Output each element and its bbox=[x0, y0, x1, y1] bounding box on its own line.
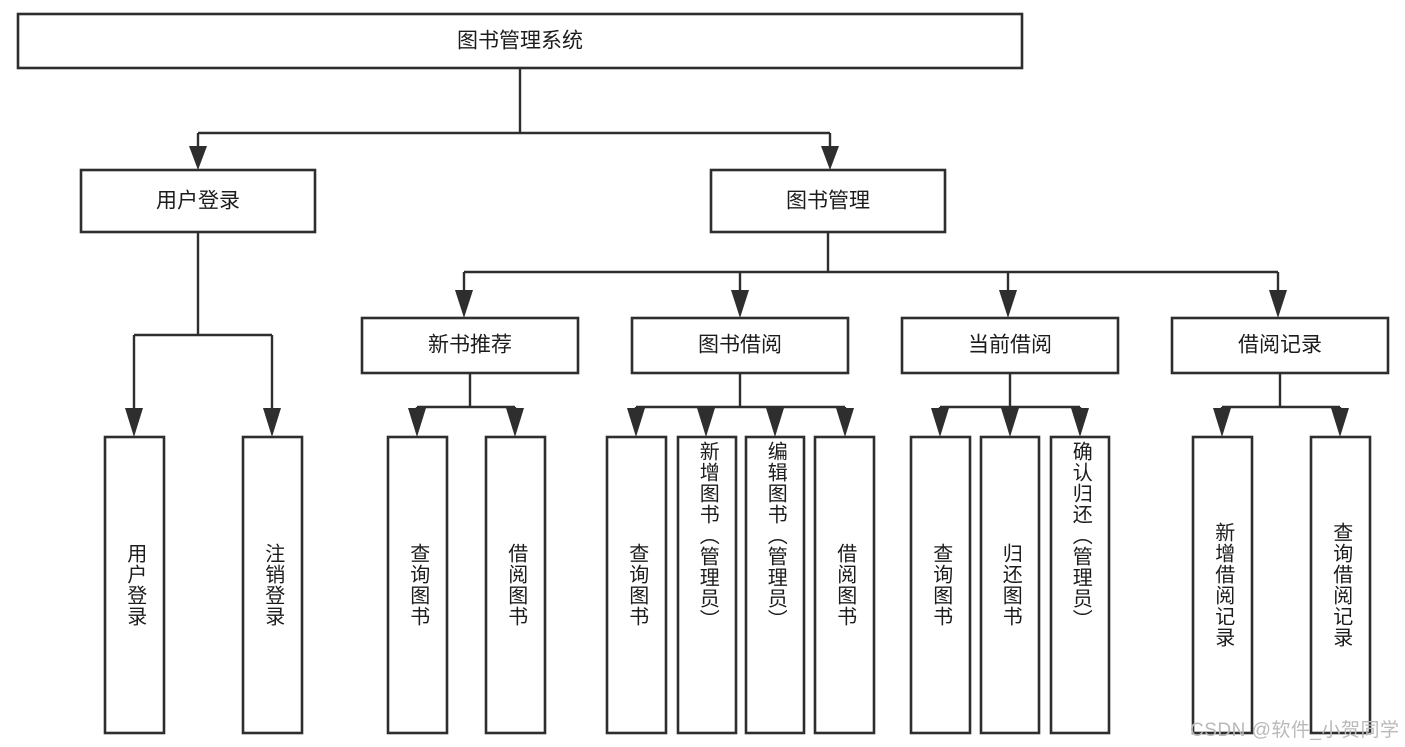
arrow-to-leaf-borrow-add bbox=[697, 408, 715, 437]
leaf-borrow-add[interactable]: 新增图书（管理员） bbox=[678, 437, 736, 733]
leaf-borrow-add-label: 新增图书（管理员） bbox=[696, 441, 719, 630]
leaf-record-add[interactable]: 新增借阅记录 bbox=[1193, 437, 1252, 733]
leaf-borrow-lend-label: 借阅图书 bbox=[833, 543, 856, 627]
leaf-record-query[interactable]: 查询借阅记录 bbox=[1311, 437, 1370, 733]
leaf-borrow-add-box[interactable] bbox=[676, 435, 738, 735]
arrow-to-book-manage bbox=[821, 146, 839, 170]
node-borrow-record[interactable]: 借阅记录 bbox=[1170, 316, 1390, 375]
leaf-borrow-edit-box[interactable] bbox=[744, 435, 806, 735]
leaf-borrow-edit-label: 编辑图书（管理员） bbox=[764, 441, 787, 630]
new-book-rec-box[interactable] bbox=[360, 316, 580, 375]
arrow-to-leaf-current-return bbox=[1001, 408, 1019, 437]
node-book-manage[interactable]: 图书管理 bbox=[709, 168, 947, 234]
edge-current-borrow-to-leaves bbox=[931, 373, 1089, 437]
book-manage-label: 图书管理 bbox=[786, 190, 870, 213]
leaf-record-add-label: 新增借阅记录 bbox=[1211, 522, 1234, 648]
arrow-to-borrow-record bbox=[1269, 290, 1287, 318]
leaf-borrow-lend[interactable]: 借阅图书 bbox=[815, 437, 874, 733]
arrow-to-leaf-borrow-edit bbox=[766, 408, 784, 437]
edge-new-book-rec-to-leaves bbox=[408, 373, 524, 437]
root-label: 图书管理系统 bbox=[457, 30, 583, 53]
arrow-to-leaf-rec-query bbox=[408, 408, 426, 437]
user-login-box[interactable] bbox=[79, 168, 317, 234]
leaf-rec-query-label: 查询图书 bbox=[406, 543, 429, 627]
leaf-record-query-box[interactable] bbox=[1309, 435, 1372, 735]
node-current-borrow[interactable]: 当前借阅 bbox=[900, 316, 1120, 375]
node-new-book-rec[interactable]: 新书推荐 bbox=[360, 316, 580, 375]
edge-book-borrow-to-leaves bbox=[627, 373, 854, 437]
leaf-current-confirm-box[interactable] bbox=[1049, 435, 1111, 735]
leaf-boxes bbox=[103, 435, 1372, 735]
leaf-current-query-label: 查询图书 bbox=[929, 543, 952, 627]
leaf-user-logout-label: 注销登录 bbox=[261, 543, 284, 627]
edge-root-to-level2 bbox=[189, 68, 839, 170]
node-root[interactable]: 图书管理系统 bbox=[16, 12, 1024, 70]
node-book-borrow[interactable]: 图书借阅 bbox=[630, 316, 850, 375]
borrow-record-box[interactable] bbox=[1170, 316, 1390, 375]
leaf-current-query[interactable]: 查询图书 bbox=[911, 437, 970, 733]
leaf-user-login-box[interactable] bbox=[103, 435, 166, 735]
arrow-to-leaf-borrow-lend bbox=[836, 408, 854, 437]
leaf-user-login-label: 用户登录 bbox=[123, 543, 146, 627]
leaf-current-return-box[interactable] bbox=[979, 435, 1041, 735]
arrow-to-leaf-user-logout bbox=[263, 408, 281, 437]
arrow-to-current-borrow bbox=[999, 290, 1017, 318]
arrow-to-leaf-current-confirm bbox=[1071, 408, 1089, 437]
leaf-current-confirm[interactable]: 确认归还（管理员） bbox=[1051, 437, 1109, 733]
root-box[interactable] bbox=[16, 12, 1024, 70]
arrow-to-leaf-rec-borrow bbox=[506, 408, 524, 437]
leaf-current-confirm-label: 确认归还（管理员） bbox=[1069, 441, 1092, 630]
leaf-borrow-query-box[interactable] bbox=[605, 435, 668, 735]
leaf-record-add-box[interactable] bbox=[1191, 435, 1254, 735]
leaf-current-query-box[interactable] bbox=[909, 435, 972, 735]
book-borrow-label: 图书借阅 bbox=[698, 334, 782, 357]
leaf-user-logout[interactable]: 注销登录 bbox=[243, 437, 302, 733]
arrow-to-new-book-rec bbox=[455, 290, 473, 318]
leaf-current-return-label: 归还图书 bbox=[999, 543, 1022, 627]
leaf-current-return[interactable]: 归还图书 bbox=[981, 437, 1039, 733]
leaf-borrow-lend-box[interactable] bbox=[813, 435, 876, 735]
arrow-to-leaf-borrow-query bbox=[627, 408, 645, 437]
arrow-to-leaf-user-login bbox=[125, 408, 143, 437]
edge-user-login-to-leaves bbox=[125, 232, 281, 437]
borrow-record-label: 借阅记录 bbox=[1238, 334, 1322, 357]
arrow-to-user-login bbox=[189, 146, 207, 170]
leaf-rec-borrow[interactable]: 借阅图书 bbox=[486, 437, 545, 733]
leaf-rec-query-box[interactable] bbox=[386, 435, 449, 735]
leaf-borrow-query-label: 查询图书 bbox=[625, 543, 648, 627]
watermark-text: CSDN @软件_小贺同学 bbox=[1190, 720, 1400, 741]
leaf-borrow-edit[interactable]: 编辑图书（管理员） bbox=[746, 437, 804, 733]
leaf-rec-query[interactable]: 查询图书 bbox=[388, 437, 447, 733]
arrow-to-leaf-record-add bbox=[1213, 408, 1231, 437]
arrow-to-book-borrow bbox=[731, 290, 749, 318]
leaf-rec-borrow-label: 借阅图书 bbox=[504, 543, 527, 627]
book-manage-box[interactable] bbox=[709, 168, 947, 234]
leaf-rec-borrow-box[interactable] bbox=[484, 435, 547, 735]
current-borrow-label: 当前借阅 bbox=[968, 334, 1052, 357]
leaf-record-query-label: 查询借阅记录 bbox=[1329, 522, 1352, 648]
book-borrow-box[interactable] bbox=[630, 316, 850, 375]
arrow-to-leaf-current-query bbox=[931, 408, 949, 437]
edge-book-manage-to-level3 bbox=[455, 232, 1287, 318]
arrow-to-leaf-record-query bbox=[1331, 408, 1349, 437]
leaf-borrow-query[interactable]: 查询图书 bbox=[607, 437, 666, 733]
leaf-user-login[interactable]: 用户登录 bbox=[105, 437, 164, 733]
leaf-user-logout-box[interactable] bbox=[241, 435, 304, 735]
node-user-login[interactable]: 用户登录 bbox=[79, 168, 317, 234]
new-book-rec-label: 新书推荐 bbox=[428, 334, 512, 357]
edge-borrow-record-to-leaves bbox=[1213, 373, 1349, 437]
user-login-label: 用户登录 bbox=[156, 190, 240, 213]
